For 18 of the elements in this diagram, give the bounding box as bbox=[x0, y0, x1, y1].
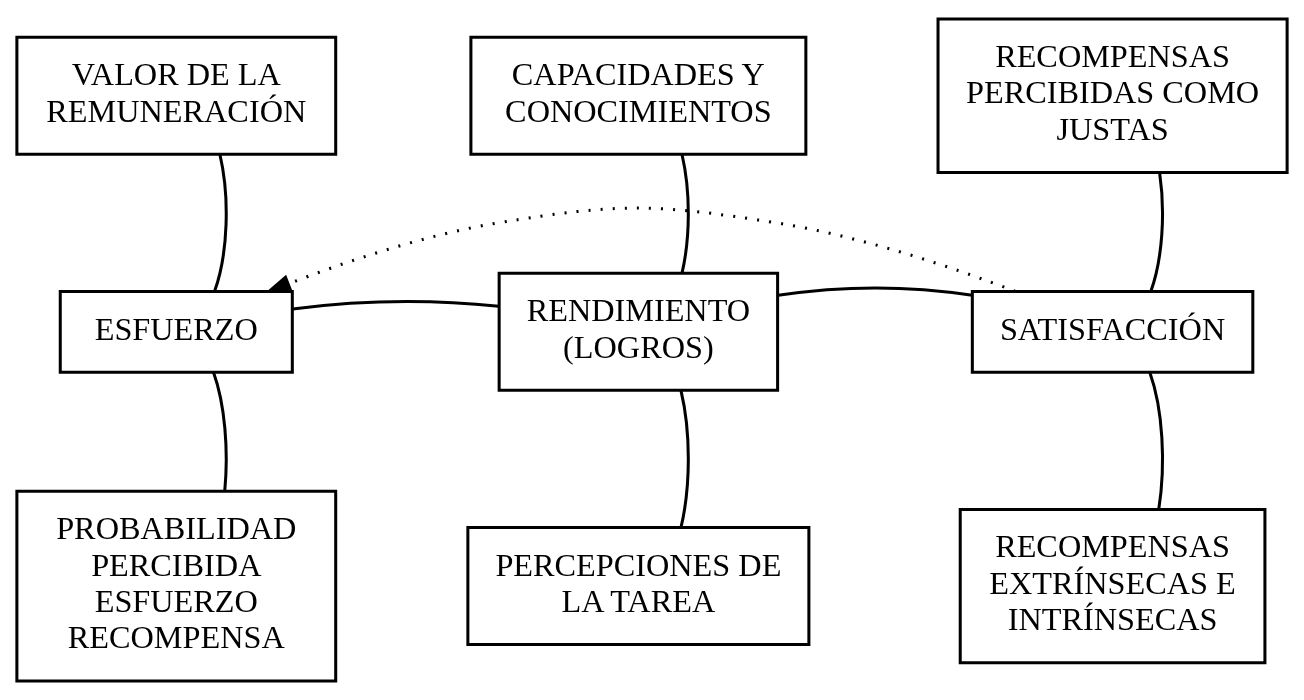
node-box: VALOR DE LA REMUNERACIÓN bbox=[15, 35, 338, 156]
connector bbox=[679, 390, 690, 528]
node-box: CAPACIDADES Y CONOCIMIENTOS bbox=[469, 35, 808, 156]
node-box: SATISFACCIÓN bbox=[970, 289, 1255, 374]
arrow bbox=[265, 206, 1016, 293]
connector bbox=[680, 154, 690, 274]
node-box: RECOMPENSAS PERCIBIDAS COMO JUSTAS bbox=[936, 17, 1289, 174]
node-box: RECOMPENSAS EXTRÍNSECAS E INTRÍNSECAS bbox=[958, 507, 1267, 665]
connector bbox=[213, 154, 228, 292]
connector bbox=[778, 286, 973, 297]
node-box: PERCEPCIONES DE LA TAREA bbox=[466, 526, 811, 647]
node-box: PROBABILIDAD PERCIBIDA ESFUERZO RECOMPENSA bbox=[15, 489, 338, 683]
node-box: ESFUERZO bbox=[58, 289, 294, 374]
connector bbox=[212, 371, 228, 491]
connector bbox=[292, 300, 499, 311]
node-box: RENDIMIENTO (LOGROS) bbox=[497, 271, 780, 392]
connector bbox=[1148, 371, 1164, 510]
connector bbox=[1149, 172, 1165, 292]
